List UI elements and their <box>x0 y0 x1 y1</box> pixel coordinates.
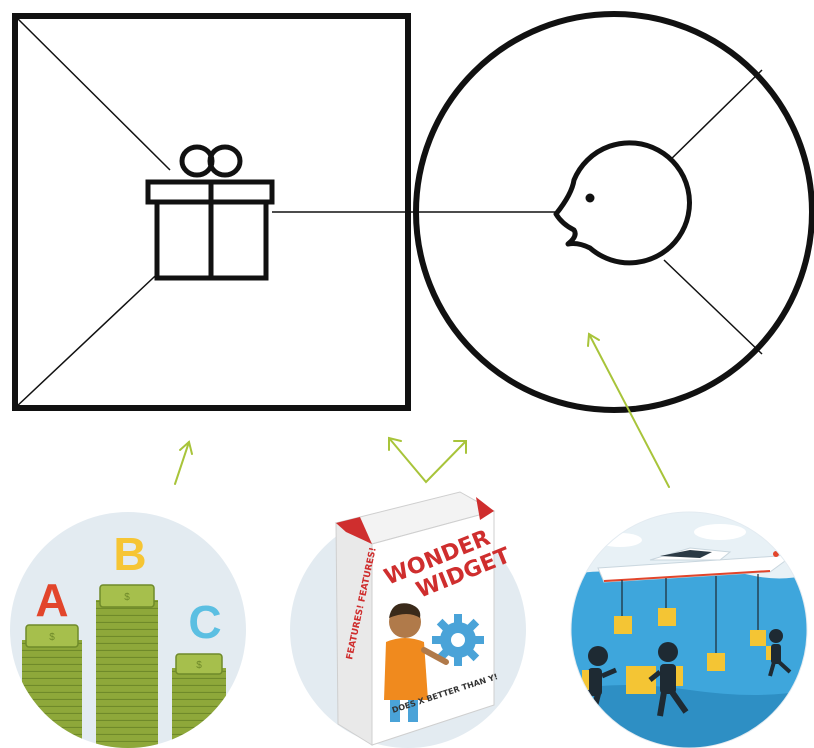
product-box-art: WONDER WIDGET FEATURES! FEATURES! DOES X… <box>336 492 514 745</box>
arrow-widget-split <box>389 438 466 482</box>
price-tier-a-label: A <box>35 574 68 626</box>
svg-text:$: $ <box>124 592 130 603</box>
svg-text:$: $ <box>196 660 202 671</box>
price-tier-c-label: C <box>188 596 221 648</box>
divers-illustration <box>570 512 807 748</box>
pricing-illustration: $ $ $ A B C <box>10 512 246 748</box>
money-stack-b: $ <box>96 585 158 748</box>
customer-circle-spoke-bottom <box>664 260 762 354</box>
money-stack-c: $ <box>172 654 226 748</box>
arrow-pricing-to-product <box>175 442 192 484</box>
widget-illustration: WONDER WIDGET FEATURES! FEATURES! DOES X… <box>290 492 526 748</box>
customer-circle-spoke-top <box>664 70 762 166</box>
money-stack-a: $ <box>22 625 82 748</box>
face-icon <box>556 143 689 263</box>
svg-text:$: $ <box>49 632 55 643</box>
face-eye <box>586 194 595 203</box>
price-tier-b-label: B <box>113 528 146 580</box>
